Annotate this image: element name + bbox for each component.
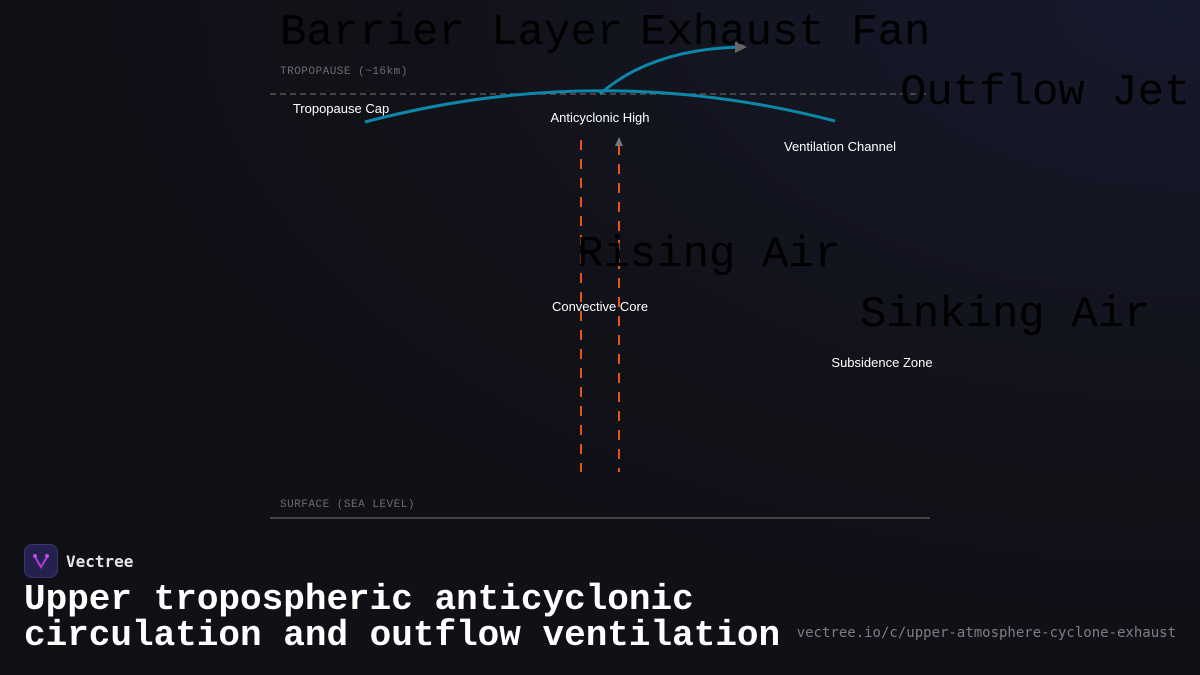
exhaust-fan-overlay: Exhaust Fan xyxy=(640,8,931,58)
convective-core-label: Convective Core xyxy=(551,299,649,314)
subsidence-zone-label: Subsidence Zone xyxy=(831,355,933,370)
page-title: Upper tropospheric anticyclonic circulat… xyxy=(24,582,780,654)
surface-label: SURFACE (SEA LEVEL) xyxy=(280,499,415,511)
anticyclonic-high-label: Anticyclonic High xyxy=(550,110,650,125)
anticyclone-arc xyxy=(364,89,836,124)
barrier-layer-overlay: Barrier Layer xyxy=(280,8,624,58)
outflow-jet-arrow xyxy=(599,45,739,96)
outflow-arrowhead-icon xyxy=(735,41,747,53)
title-line-1: Upper tropospheric anticyclonic xyxy=(24,579,694,620)
vectree-logo-icon xyxy=(24,544,58,578)
brand: Vectree xyxy=(24,544,133,578)
updraft-arrowhead-icon xyxy=(615,137,623,146)
ventilation-channel-label: Ventilation Channel xyxy=(783,139,897,154)
sinking-air-overlay: Sinking Air xyxy=(860,290,1151,340)
title-line-2: circulation and outflow ventilation xyxy=(24,615,781,656)
rising-air-overlay: Rising Air xyxy=(577,230,842,280)
tropopause-cap-label: Tropopause Cap xyxy=(292,101,390,116)
tropopause-label: TROPOPAUSE (~16km) xyxy=(280,66,408,78)
outflow-jet-overlay: Outflow Jet xyxy=(900,68,1191,118)
brand-name: Vectree xyxy=(66,551,134,571)
source-url[interactable]: vectree.io/c/upper-atmosphere-cyclone-ex… xyxy=(796,625,1176,641)
